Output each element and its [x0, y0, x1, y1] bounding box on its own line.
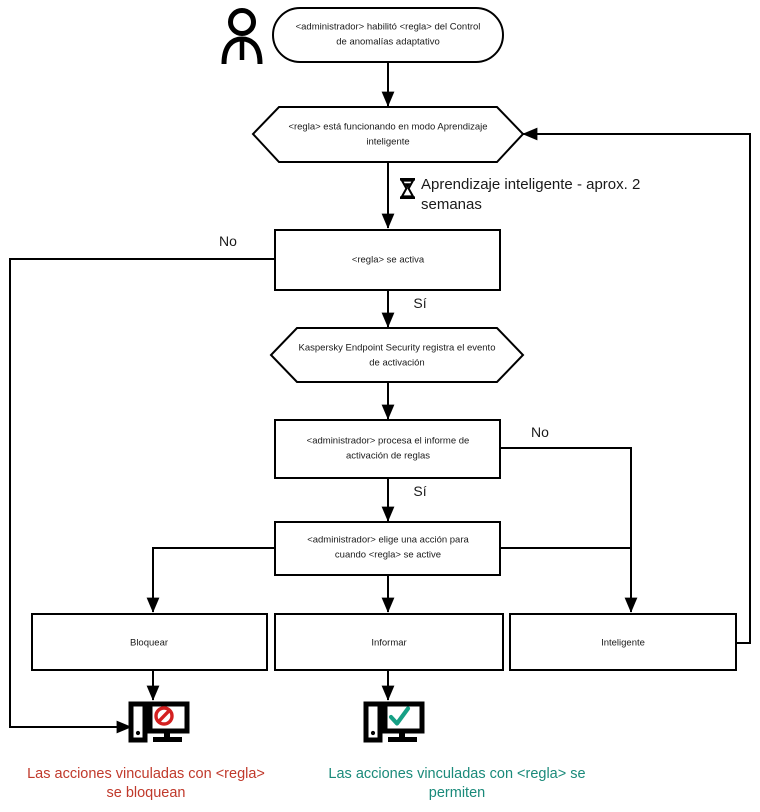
- node-inform: Informar: [274, 613, 504, 671]
- node-kes-event-shape: [269, 327, 525, 383]
- node-inform-shape: [274, 613, 504, 671]
- computer-allowed-icon: [363, 701, 425, 743]
- branch-label-admin-report-yes: Sí: [413, 483, 426, 499]
- node-smart: Inteligente: [509, 613, 737, 671]
- branch-label-rule-triggers-yes: Sí: [413, 295, 426, 311]
- node-block: Bloquear: [31, 613, 268, 671]
- node-rule-triggers: <regla> se activa: [274, 229, 501, 291]
- node-smart-shape: [509, 613, 737, 671]
- node-block-shape: [31, 613, 268, 671]
- node-rule-triggers-shape: [274, 229, 501, 291]
- branch-label-admin-report-no: No: [531, 424, 549, 440]
- node-rule-triggers-label: <regla> se activa: [352, 255, 425, 266]
- node-learning-mode-label-line2: inteligente: [366, 137, 409, 148]
- node-admin-report-label-line1: <administrador> procesa el informe de: [307, 436, 470, 447]
- edge-admin-action-to-block: [146, 547, 275, 613]
- node-admin-action: <administrador> elige una acción para cu…: [274, 521, 501, 576]
- learning-duration-note-line2: semanas: [421, 196, 482, 213]
- node-admin-report-label-line2: activación de reglas: [346, 451, 430, 462]
- node-admin-report-shape: [274, 419, 501, 479]
- person-icon: [221, 8, 263, 65]
- node-kes-event: Kaspersky Endpoint Security registra el …: [269, 327, 525, 383]
- node-start-label-line1: <administrador> habilitó <regla> del Con…: [296, 22, 481, 33]
- node-block-label: Bloquear: [130, 638, 168, 649]
- edge-admin-report-no-to-smart: [500, 447, 638, 613]
- node-learning-mode: <regla> está funcionando en modo Aprendi…: [251, 106, 525, 163]
- edge-smart-loop-back-to-learning: [522, 127, 751, 644]
- node-admin-action-label-line1: <administrador> elige una acción para: [307, 535, 469, 546]
- edges-layer: [9, 62, 751, 734]
- node-admin-report: <administrador> procesa el informe de ac…: [274, 419, 501, 479]
- caption-blocked-line1: Las acciones vinculadas con <regla>: [27, 766, 265, 782]
- branch-label-rule-triggers-no: No: [219, 233, 237, 249]
- learning-duration-note-line1: Aprendizaje inteligente - aprox. 2: [421, 176, 640, 193]
- node-kes-event-label-line2: de activación: [369, 358, 424, 369]
- node-kes-event-label-line1: Kaspersky Endpoint Security registra el …: [299, 343, 496, 354]
- caption-allowed-line2: permiten: [429, 785, 485, 801]
- hourglass-icon: [400, 178, 415, 199]
- node-inform-label: Informar: [371, 638, 406, 649]
- node-admin-action-label-line2: cuando <regla> se active: [335, 550, 441, 561]
- node-start: <administrador> habilitó <regla> del Con…: [272, 7, 504, 63]
- node-learning-mode-label-line1: <regla> está funcionando en modo Aprendi…: [288, 122, 487, 133]
- edge-rule-triggers-no-to-blocked-computer: [9, 258, 275, 734]
- node-start-label-line2: de anomalías adaptativo: [336, 37, 440, 48]
- node-admin-action-shape: [274, 521, 501, 576]
- node-start-shape: [272, 7, 504, 63]
- caption-allowed-line1: Las acciones vinculadas con <regla> se: [328, 766, 585, 782]
- node-learning-mode-shape: [251, 106, 525, 163]
- computer-blocked-icon: [128, 701, 190, 743]
- caption-blocked-line2: se bloquean: [106, 785, 185, 801]
- node-smart-label: Inteligente: [601, 638, 645, 649]
